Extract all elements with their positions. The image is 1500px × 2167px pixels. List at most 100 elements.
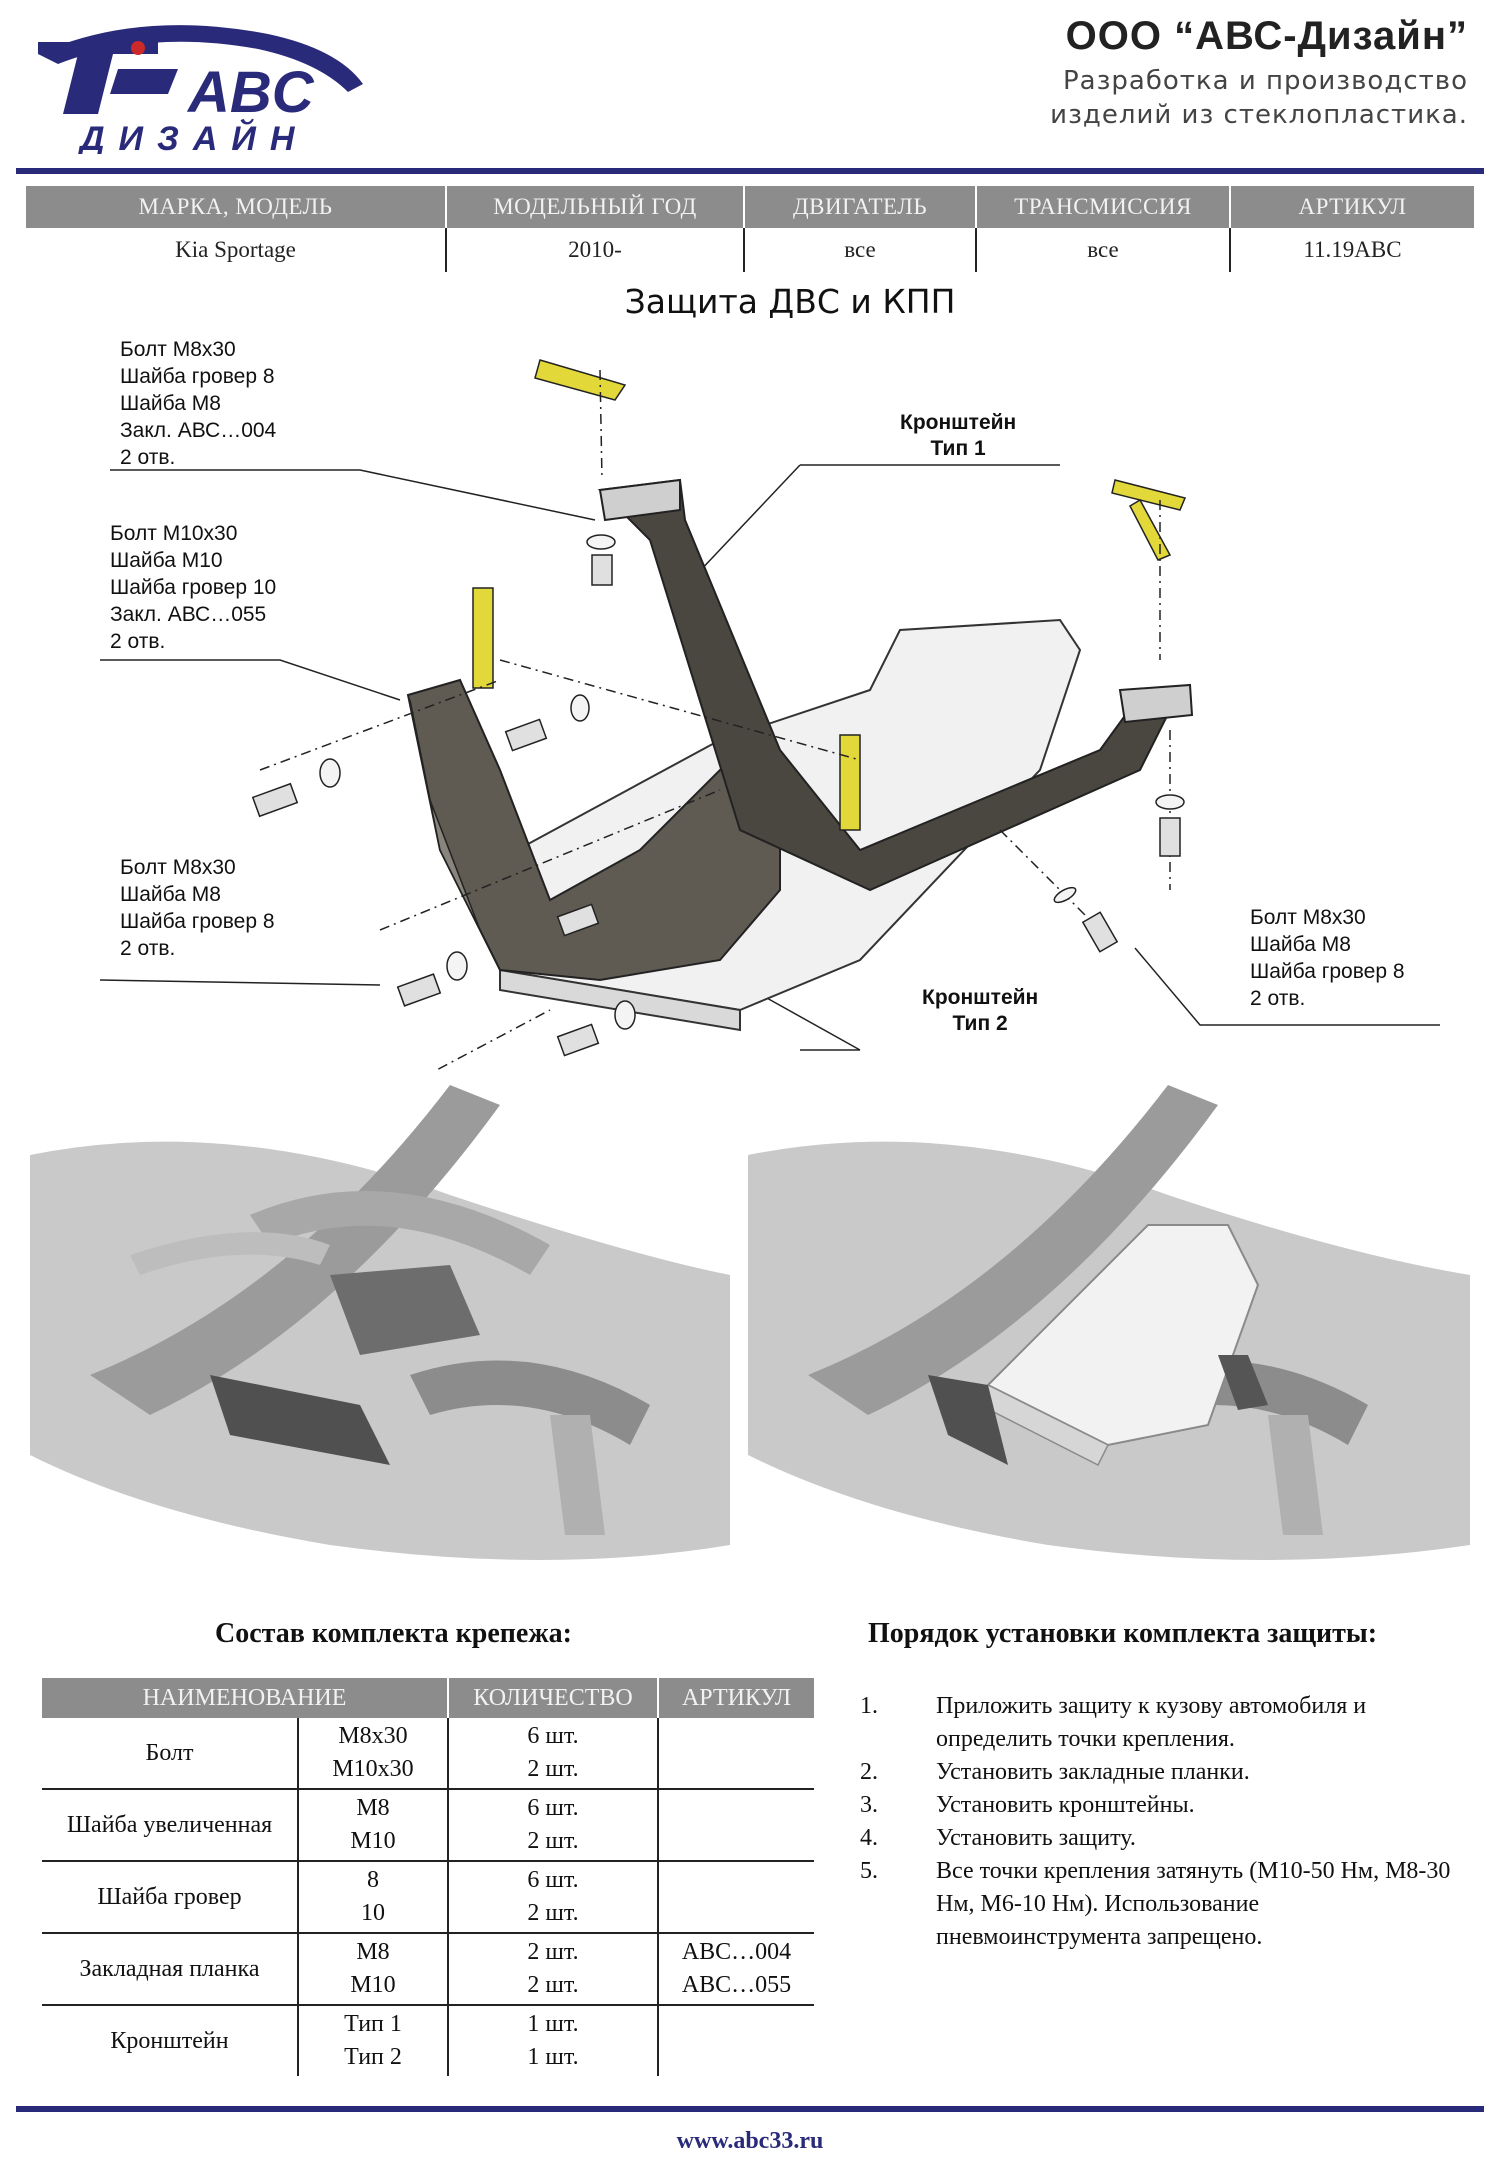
kit-item-name: Закладная планка: [42, 1933, 298, 2006]
document-title: Защита ДВС и КПП: [624, 282, 956, 321]
header-brand-model: МАРКА, МОДЕЛЬ: [26, 186, 446, 228]
callout-bracket-type-1: Кронштейн Тип 1: [900, 410, 1016, 462]
callout-line: 2 отв.: [110, 630, 166, 653]
kit-qty: 2 шт.: [527, 1972, 579, 1998]
kit-size: Тип 2: [344, 2044, 402, 2070]
kit-item-name: Шайба увеличенная: [42, 1789, 298, 1862]
kit-item-qty: 1 шт. 1 шт.: [447, 2005, 658, 2076]
kit-item-article: [657, 2005, 814, 2076]
header-model-year: МОДЕЛЬНЫЙ ГОД: [445, 186, 744, 228]
kit-qty: 6 шт.: [527, 1867, 579, 1893]
step-number: 1.: [860, 1693, 878, 1719]
kit-qty: 1 шт.: [527, 2011, 579, 2037]
install-step: 2.Установить закладные планки.: [860, 1756, 1460, 1789]
callout-bolt-m8-top-left: Болт М8х30 Шайба гровер 8 Шайба М8 Закл.…: [120, 336, 276, 471]
kit-item-qty: 6 шт. 2 шт.: [447, 1861, 658, 1934]
callout-bolt-m8-bottom-left: Болт М8х30 Шайба М8 Шайба гровер 8 2 отв…: [120, 854, 275, 962]
callout-bolt-m10-middle-left: Болт М10х30 Шайба М10 Шайба гровер 10 За…: [110, 520, 276, 655]
callout-line: Болт М8х30: [120, 338, 236, 361]
kit-size: М8: [356, 1795, 390, 1821]
kit-size: 8: [367, 1867, 379, 1893]
install-step: 5.Все точки крепления затянуть (М10-50 Н…: [860, 1855, 1460, 1954]
company-tagline-2: изделий из стеклопластика.: [1050, 100, 1468, 130]
cell-brand-model: Kia Sportage: [175, 237, 296, 262]
kit-table-header: НАИМЕНОВАНИЕ КОЛИЧЕСТВО АРТИКУЛ: [42, 1678, 814, 1718]
kit-item-name: Кронштейн: [110, 2027, 229, 2054]
callout-line: Шайба гровер 10: [110, 576, 277, 599]
callout-line: Болт М10х30: [110, 522, 238, 545]
kit-qty: 2 шт.: [527, 1939, 579, 1965]
kit-item-sizes: Тип 1 Тип 2: [297, 2005, 448, 2076]
header-engine: ДВИГАТЕЛЬ: [743, 186, 976, 228]
install-steps-list: 1. Приложить защиту к кузову автомобиля и…: [860, 1690, 1460, 1954]
kit-heading: Состав комплекта крепежа:: [215, 1618, 572, 1649]
header-name: НАИМЕНОВАНИЕ: [42, 1678, 448, 1718]
logo-text-bottom: ДИЗАЙН: [77, 119, 308, 154]
step-number: 4.: [860, 1825, 878, 1851]
callout-line: Шайба гровер 8: [1250, 960, 1405, 983]
step-text: Установить защиту.: [936, 1825, 1136, 1851]
kit-qty: 2 шт.: [527, 1900, 579, 1926]
install-step: 3.Установить кронштейны.: [860, 1789, 1460, 1822]
logo-text-top: ABC: [186, 60, 315, 125]
kit-qty: 6 шт.: [527, 1795, 579, 1821]
kit-size: М10: [350, 1828, 396, 1854]
callout-line: Болт М8х30: [120, 856, 236, 879]
header-article: АРТИКУЛ: [1229, 186, 1474, 228]
callout-line: Шайба М8: [120, 883, 221, 906]
company-name: ООО “АВС-Дизайн”: [1065, 14, 1468, 58]
callout-bolt-m8-bottom-right: Болт М8х30 Шайба М8 Шайба гровер 8 2 отв…: [1250, 904, 1405, 1012]
model-table-row: Kia Sportage 2010- все все 11.19ABC: [26, 228, 1474, 272]
photo-underbody-with-guard: [748, 1075, 1470, 1585]
callout-line: Закл. АВС…004: [120, 419, 277, 442]
kit-art: АВС…004: [681, 1939, 792, 1965]
kit-item-article: [657, 1861, 814, 1934]
cell-engine: все: [743, 228, 976, 272]
kit-item-qty: 2 шт. 2 шт.: [447, 1933, 658, 2006]
kit-size: М10: [350, 1972, 396, 1998]
kit-item-qty: 6 шт. 2 шт.: [447, 1789, 658, 1862]
install-heading: Порядок установки комплекта защиты:: [868, 1618, 1378, 1649]
callout-line: Кронштейн: [922, 986, 1039, 1009]
callout-line: 2 отв.: [120, 937, 176, 960]
step-text: Установить закладные планки.: [936, 1759, 1250, 1785]
kit-item-article: [657, 1789, 814, 1862]
kit-qty: 2 шт.: [527, 1756, 579, 1782]
footer-rule: [16, 2106, 1484, 2112]
step-number: 3.: [860, 1792, 878, 1818]
kit-size: Тип 1: [344, 2011, 402, 2037]
install-step: 4. Установить защиту.: [860, 1822, 1460, 1855]
kit-size: М10х30: [332, 1756, 414, 1782]
company-logo: ABC ДИЗАЙН: [38, 25, 363, 154]
callout-line: 2 отв.: [1250, 987, 1306, 1010]
callout-line: Шайба гровер 8: [120, 910, 275, 933]
kit-table: НАИМЕНОВАНИЕ КОЛИЧЕСТВО АРТИКУЛ Болт М8х…: [42, 1678, 814, 2076]
cell-article: 11.19ABC: [1229, 228, 1474, 272]
exploded-diagram: [99, 359, 1440, 1070]
callout-line: Болт М8х30: [1250, 906, 1366, 929]
kit-row-bracket: Кронштейн Тип 1 Тип 2 1 шт. 1 шт.: [42, 2005, 814, 2076]
install-step: 1. Приложить защиту к кузову автомобиля и…: [860, 1690, 1460, 1756]
header-quantity: КОЛИЧЕСТВО: [447, 1678, 658, 1718]
step-text: Приложить защиту к кузову автомобиля и о…: [936, 1693, 1367, 1752]
footer-website-link[interactable]: www.abc33.ru: [676, 2128, 824, 2154]
header-article: АРТИКУЛ: [657, 1678, 814, 1718]
kit-item-article: [657, 1718, 814, 1790]
callout-bracket-type-2: Кронштейн Тип 2: [922, 985, 1038, 1037]
callout-line: 2 отв.: [120, 446, 176, 469]
cell-transmission: все: [975, 228, 1230, 272]
header-rule: [16, 168, 1484, 174]
callout-line: Шайба М8: [120, 392, 221, 415]
header-transmission: ТРАНСМИССИЯ: [975, 186, 1230, 228]
callout-line: Шайба М10: [110, 549, 223, 572]
kit-qty: 1 шт.: [527, 2044, 579, 2070]
model-table-header: МАРКА, МОДЕЛЬ МОДЕЛЬНЫЙ ГОД ДВИГАТЕЛЬ ТР…: [26, 186, 1474, 228]
kit-qty: 2 шт.: [527, 1828, 579, 1854]
model-table: МАРКА, МОДЕЛЬ МОДЕЛЬНЫЙ ГОД ДВИГАТЕЛЬ ТР…: [26, 186, 1474, 272]
